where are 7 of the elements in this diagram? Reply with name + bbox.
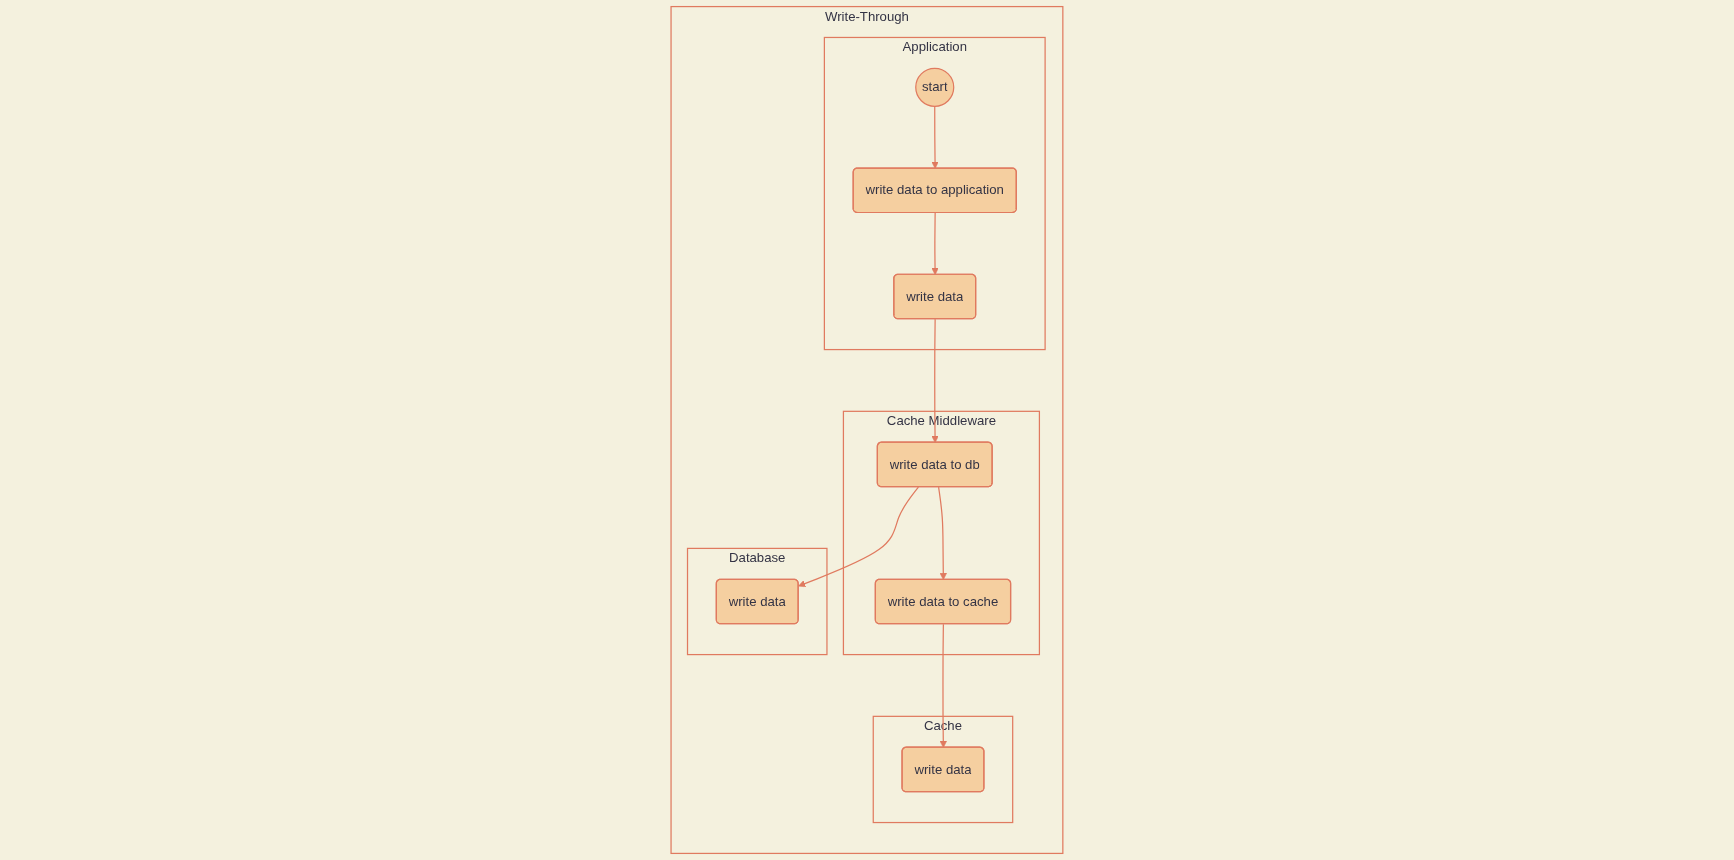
arrow	[938, 486, 947, 580]
arrow	[931, 212, 939, 275]
arrow	[931, 318, 939, 443]
arrow	[931, 105, 939, 169]
arrow	[939, 623, 947, 748]
arrow	[798, 486, 920, 588]
node-circle: start	[915, 67, 955, 107]
